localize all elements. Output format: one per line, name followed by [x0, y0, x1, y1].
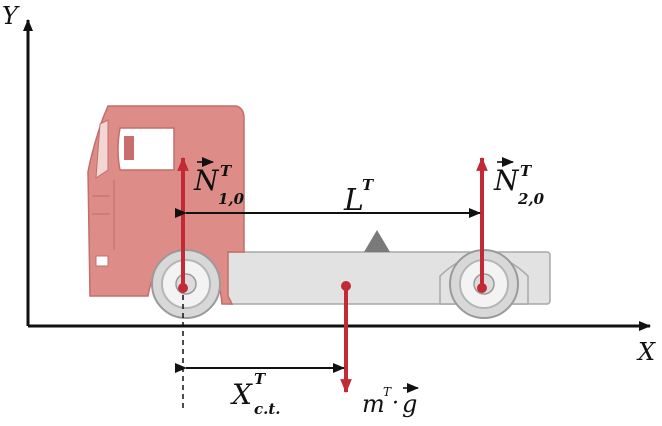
- n1-superscript: T: [220, 162, 233, 180]
- n2-main: N: [493, 164, 520, 197]
- n2-superscript: T: [520, 162, 533, 180]
- y-axis-label: Y: [2, 2, 20, 30]
- center-of-mass-point: [341, 281, 351, 291]
- wheelbase-label: L T: [343, 176, 375, 218]
- w-dot: ·: [392, 391, 399, 416]
- l-main: L: [343, 183, 364, 218]
- n2-subscript: 2,0: [517, 190, 545, 208]
- fifth-wheel-marker: [364, 230, 390, 252]
- cab-windshield: [95, 119, 109, 179]
- x-superscript: T: [254, 370, 267, 388]
- w-g: g: [402, 390, 417, 418]
- w-main: m: [362, 390, 385, 418]
- headlight: [95, 255, 109, 267]
- n1-main: N: [193, 164, 220, 197]
- l-superscript: T: [362, 176, 375, 194]
- normal-force-rear-label: N T 2,0: [493, 157, 545, 208]
- x-axis-label: X: [636, 338, 656, 366]
- rear-contact-point: [477, 283, 487, 293]
- w-superscript: T: [383, 385, 392, 399]
- front-contact-point: [178, 283, 188, 293]
- weight-label: m T · g: [362, 383, 419, 418]
- n1-subscript: 1,0: [218, 190, 245, 208]
- x-main: X: [230, 378, 253, 411]
- normal-force-front-label: N T 1,0: [193, 157, 245, 208]
- com-distance-label: X T c.t.: [230, 370, 281, 418]
- x-subscript: c.t.: [254, 400, 281, 418]
- mirror-arm: [124, 136, 134, 160]
